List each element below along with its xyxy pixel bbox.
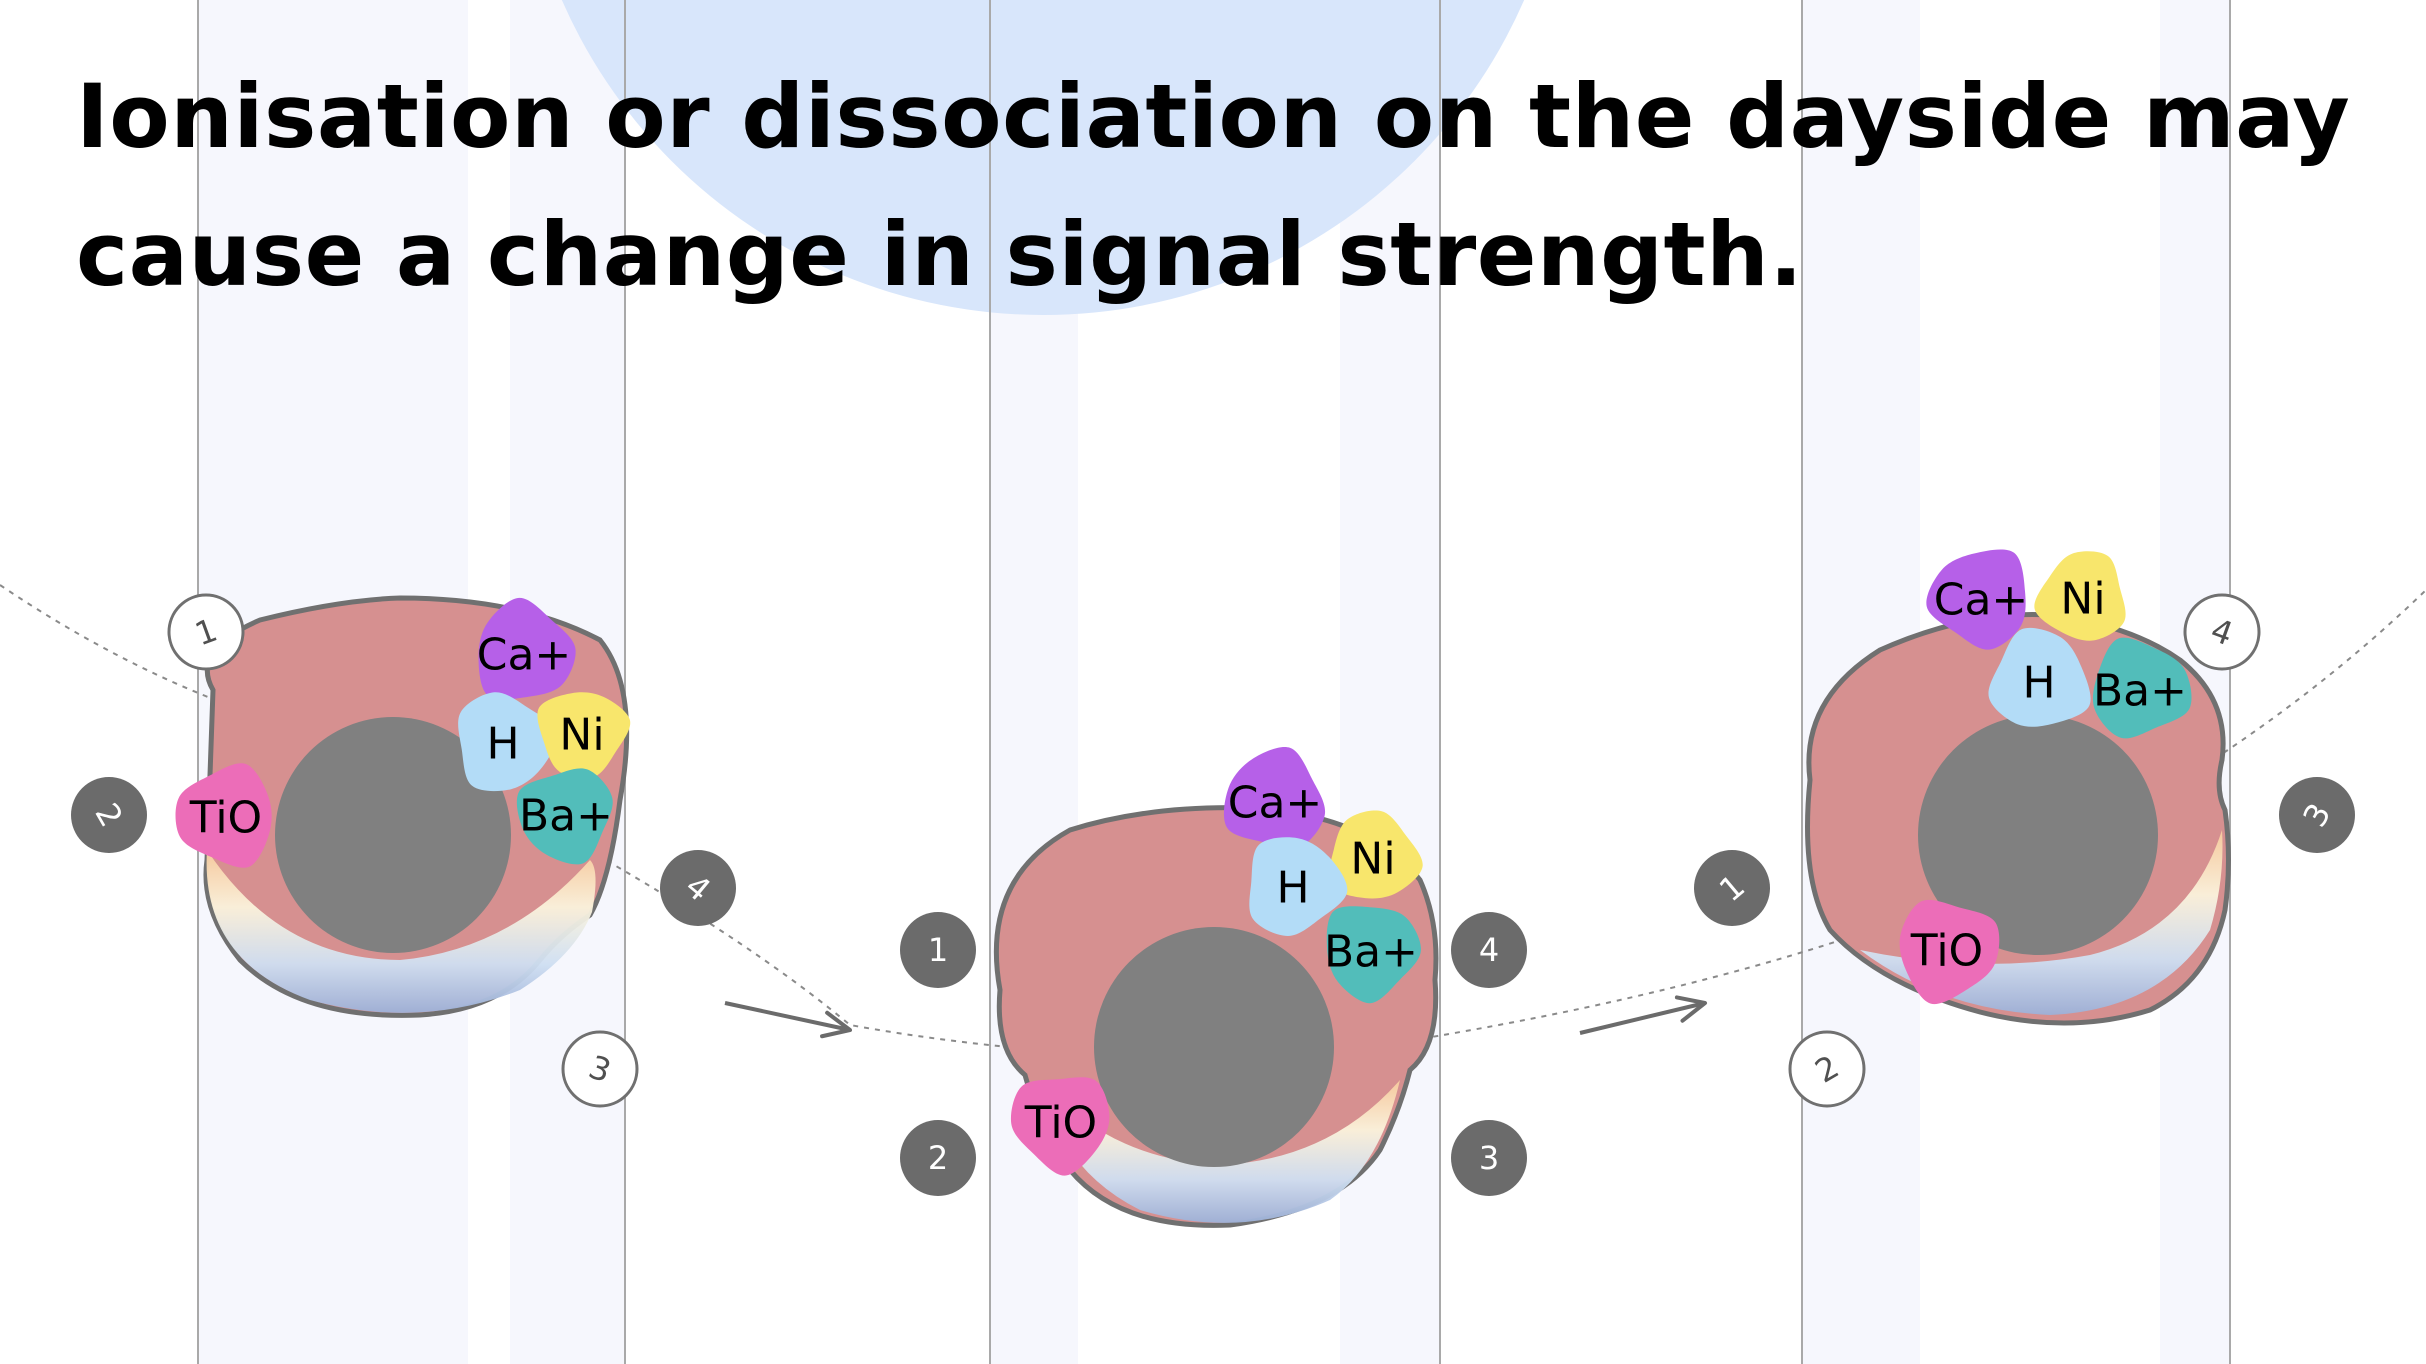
molecule-tio: TiO: [1010, 1077, 1110, 1176]
molecule-label: TiO: [1024, 1098, 1097, 1149]
molecule-blob: [458, 692, 557, 792]
phase-3-marker-2: 2: [1788, 1030, 1866, 1108]
molecule-label: Ba+: [519, 791, 613, 842]
star: [561, 0, 1525, 315]
planet-core: [1918, 715, 2158, 955]
headline: Ionisation or dissociation on the daysid…: [76, 65, 2351, 306]
molecule-blob: [1249, 837, 1348, 936]
direction-arrow-1: [724, 1001, 852, 1039]
molecule-ca-plus: Ca+: [1926, 549, 2029, 650]
planet-core: [1094, 927, 1334, 1167]
phase-2-marker-1: 1: [900, 912, 976, 988]
molecule-blob: [537, 692, 631, 779]
phase-1-marker-1: 1: [167, 593, 245, 671]
molecule-h: H: [1249, 837, 1348, 936]
phase-2-planet-system: Ca+ NiH Ba+ TiO: [993, 747, 1439, 1228]
molecule-label: Ba+: [2093, 666, 2187, 717]
molecule-ni: Ni: [537, 692, 631, 779]
molecule-ba-plus: Ba+: [516, 768, 613, 865]
band-lines: [197, 0, 2231, 1364]
phase-1-marker-3: 3: [561, 1030, 639, 1108]
phase-2-marker-2: 2: [900, 1120, 976, 1196]
molecule-blob: [1988, 627, 2091, 727]
molecule-label: H: [1276, 863, 1309, 914]
planet-core: [275, 717, 511, 953]
molecule-label: Ba+: [1324, 927, 1418, 978]
direction-arrows: [724, 995, 1707, 1039]
molecule-label: Ni: [2060, 574, 2105, 625]
molecule-h: H: [1988, 627, 2091, 727]
molecule-label: Ca+: [477, 630, 572, 681]
phase-2-marker-3: 3: [1451, 1120, 1527, 1196]
molecule-label: H: [2022, 658, 2055, 709]
molecule-blob: [478, 597, 576, 700]
phase-3-marker-1: 1: [1694, 850, 1770, 926]
atmosphere-nightside: [1040, 1080, 1400, 1223]
phase-1-marker-4: 4: [660, 850, 736, 926]
molecule-blob: [516, 768, 613, 865]
molecule-tio: TiO: [175, 763, 272, 868]
phase-3-planet-system: Ca+ NiH Ba+ TiO: [1805, 549, 2231, 1026]
molecule-blob: [1223, 747, 1326, 849]
marker-label: 2: [928, 1139, 948, 1177]
phase-3-marker-4: 4: [2183, 593, 2261, 671]
molecule-ni: Ni: [2034, 551, 2126, 641]
molecule-label: TiO: [1910, 926, 1983, 977]
molecule-blob: [175, 763, 272, 868]
molecule-label: Ca+: [1934, 575, 2029, 626]
phase-markers: 1 2 3 4 1 2 3 4 1 2 3 4: [71, 593, 2355, 1196]
phase-3-marker-3: 3: [2279, 777, 2355, 853]
molecule-tio: TiO: [1899, 899, 2000, 1005]
molecule-ca-plus: Ca+: [1223, 747, 1326, 849]
phase-1-marker-2: 2: [71, 777, 147, 853]
marker-label: 4: [1479, 931, 1499, 969]
molecule-label: Ni: [559, 710, 604, 761]
molecule-blob: [1899, 899, 2000, 1005]
molecule-ni: Ni: [1328, 810, 1423, 899]
atmosphere-nightside: [206, 850, 596, 1013]
molecule-ca-plus: Ca+: [477, 597, 576, 700]
phase-2-marker-4: 4: [1451, 912, 1527, 988]
molecule-blob: [2092, 637, 2192, 739]
molecule-blob: [1328, 810, 1423, 899]
molecule-ba-plus: Ba+: [1324, 906, 1421, 1004]
molecule-blob: [2034, 551, 2126, 641]
molecule-h: H: [458, 692, 557, 792]
molecule-blob: [1010, 1077, 1110, 1176]
molecule-label: TiO: [189, 793, 262, 844]
molecule-ba-plus: Ba+: [2092, 637, 2192, 739]
molecule-label: H: [486, 719, 519, 770]
marker-label: 3: [1479, 1139, 1499, 1177]
molecule-blob: [1326, 906, 1421, 1004]
marker-label: 1: [928, 931, 948, 969]
direction-arrow-2: [1579, 995, 1707, 1035]
molecule-blob: [1926, 549, 2026, 650]
molecule-label: Ca+: [1228, 778, 1323, 829]
molecule-label: Ni: [1350, 834, 1395, 885]
